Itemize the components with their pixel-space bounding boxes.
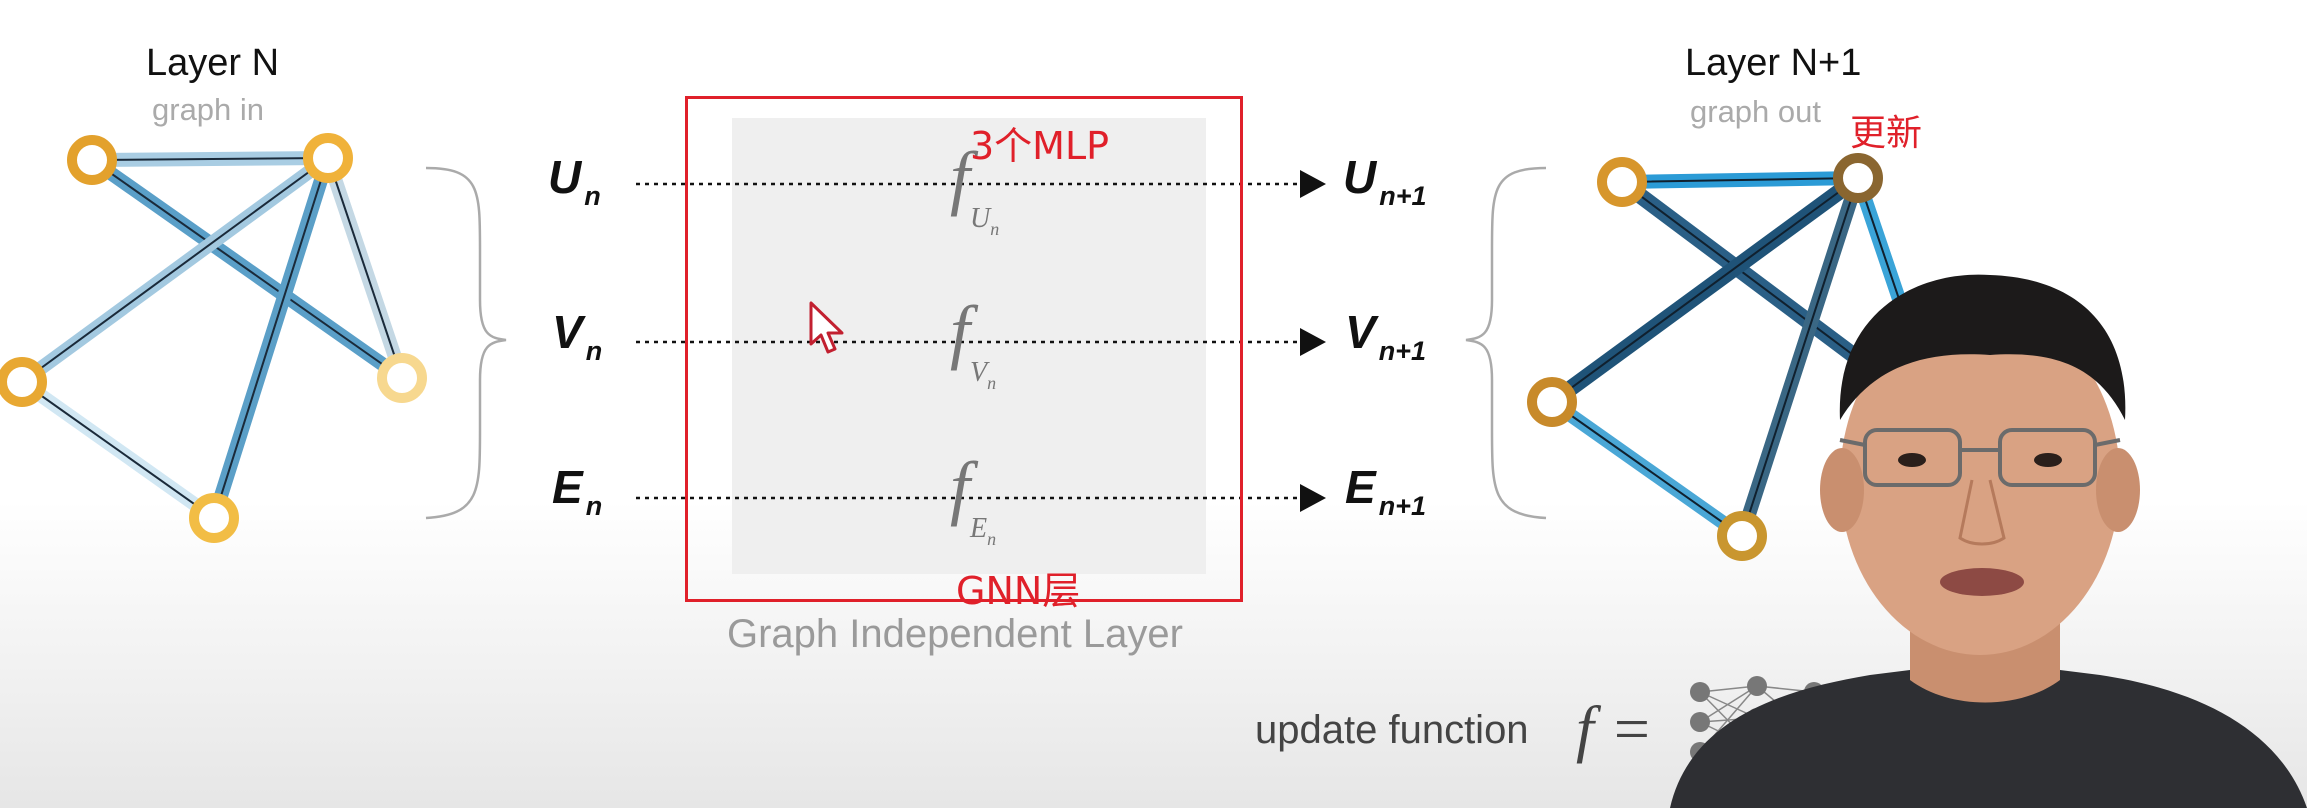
update-function-label: update function xyxy=(1255,708,1529,752)
input-graph-edge xyxy=(15,375,221,525)
input-graph-edge xyxy=(85,151,335,167)
mouse-cursor-icon xyxy=(809,301,844,354)
left-brace xyxy=(425,166,507,520)
input-graph-edge xyxy=(321,151,409,385)
input-graph-edge xyxy=(207,151,335,525)
update-function-formula: f = xyxy=(1576,693,1653,764)
arrowhead xyxy=(1300,170,1326,198)
graph-node xyxy=(377,353,427,403)
input-graph-edge xyxy=(15,151,335,389)
function-e: fEn xyxy=(950,447,997,549)
annotation-gnn-layer: GNN层 xyxy=(956,569,1081,613)
right-layer-title: Layer N+1 xyxy=(1685,42,1862,84)
flow-arrows xyxy=(636,170,1326,512)
output-graph-edge xyxy=(1545,395,1749,543)
graph-node xyxy=(1597,157,1647,207)
graph-node xyxy=(67,135,117,185)
graph-node xyxy=(303,133,353,183)
input-graph xyxy=(0,133,427,543)
left-layer-subtitle: graph in xyxy=(152,92,265,127)
function-v: fVn xyxy=(950,291,997,393)
output-graph-edge xyxy=(1544,170,1866,410)
graph-node xyxy=(0,357,47,407)
graph-node xyxy=(1833,153,1883,203)
annotation-update: 更新 xyxy=(1850,113,1923,154)
arrowhead xyxy=(1300,328,1326,356)
graph-node xyxy=(1717,511,1767,561)
function-u: fUn xyxy=(950,137,1000,239)
left-layer-title: Layer N xyxy=(146,42,280,84)
output-graph-edge xyxy=(1735,171,1865,543)
graph-node xyxy=(189,493,239,543)
graph-node xyxy=(1527,377,1577,427)
arrowhead xyxy=(1300,484,1326,512)
output-graph-edge xyxy=(1615,171,1865,189)
right-brace xyxy=(1465,166,1547,520)
presenter-video-overlay xyxy=(1670,274,2307,808)
annotation-mlp: 3个MLP xyxy=(970,124,1110,168)
diagram-caption: Graph Independent Layer xyxy=(727,612,1183,656)
input-graph-edge xyxy=(85,153,409,385)
annotation-box xyxy=(685,96,1243,602)
right-layer-subtitle: graph out xyxy=(1690,94,1821,129)
